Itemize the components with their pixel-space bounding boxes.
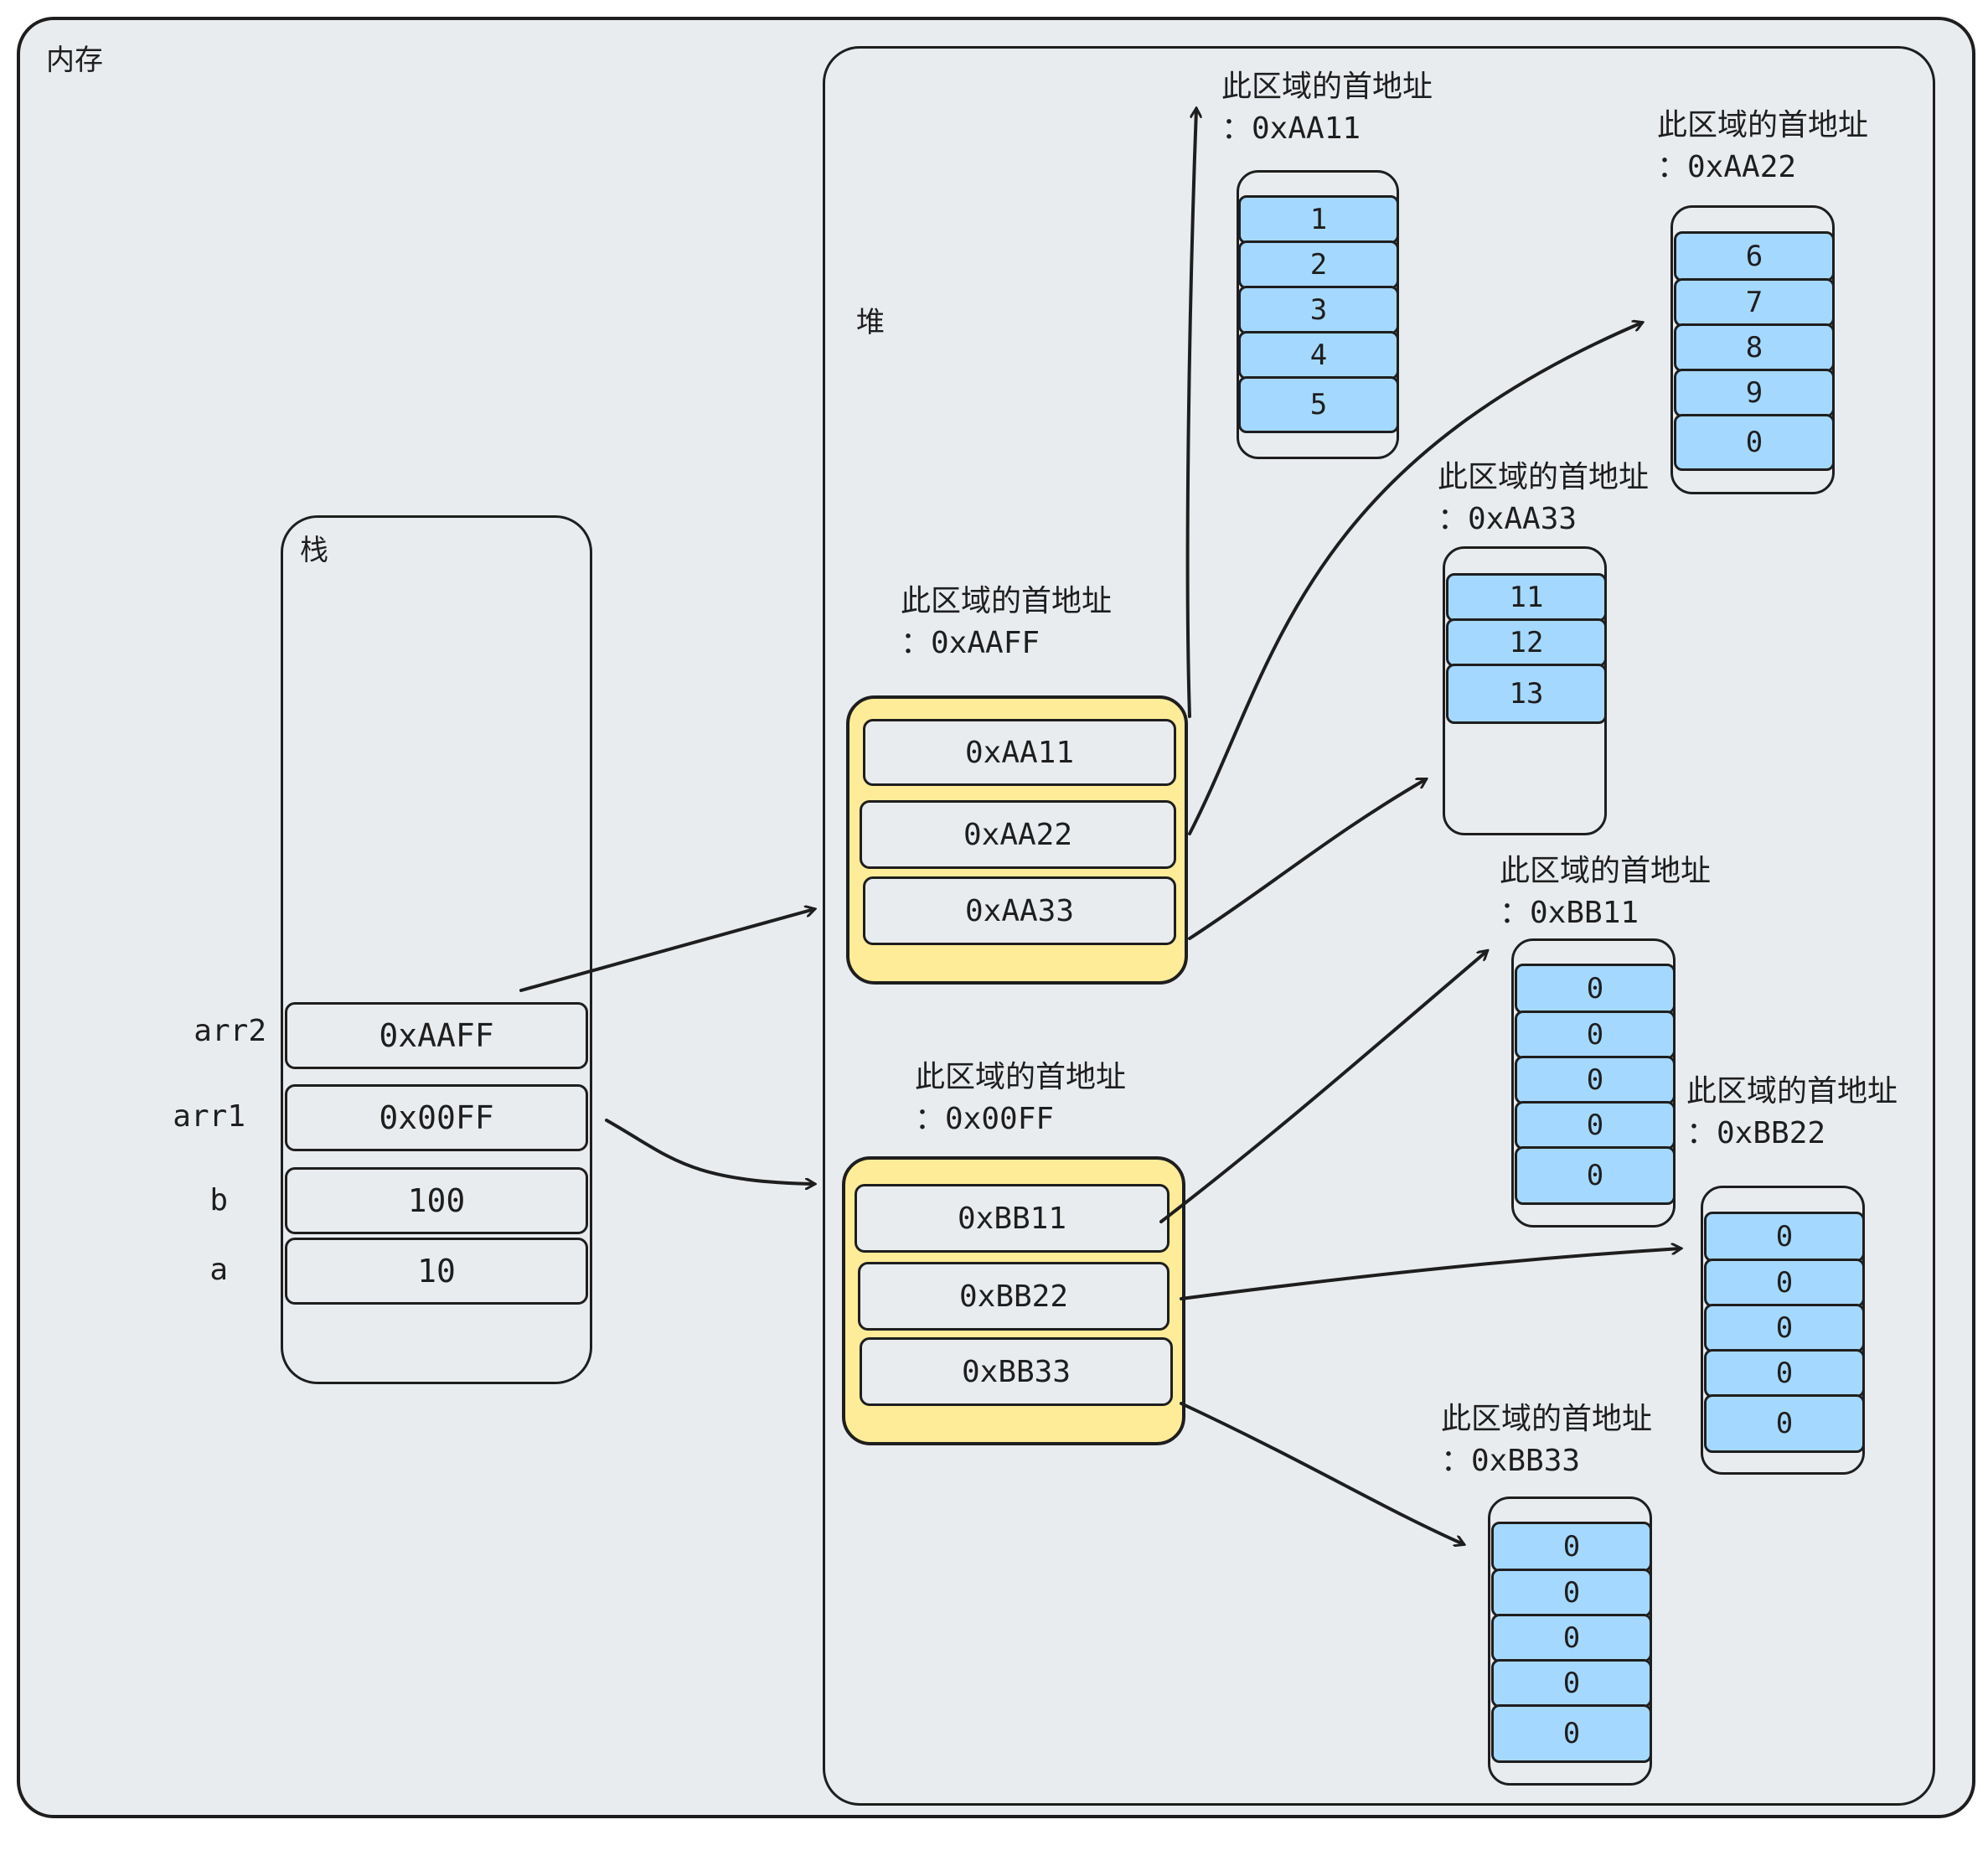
var-name-b: b — [209, 1183, 228, 1217]
pointer-cell: 0xBB22 — [858, 1262, 1170, 1331]
array-element: 0 — [1704, 1304, 1865, 1352]
array-element: 2 — [1238, 240, 1399, 289]
array-element: 0 — [1515, 1011, 1676, 1059]
array-element: 7 — [1674, 278, 1835, 327]
stack-cell-arr2: 0xAAFF — [285, 1002, 588, 1069]
array-title: 此区域的首地址 — [1500, 854, 1712, 888]
heap-region — [823, 46, 1935, 1806]
array-address: ：0xAA11 — [1221, 111, 1361, 146]
stack-cell-a: 10 — [285, 1238, 588, 1305]
array-title: 此区域的首地址 — [1441, 1402, 1653, 1436]
array-element: 6 — [1674, 231, 1835, 282]
pointer-cell: 0xAA22 — [860, 800, 1176, 869]
block-title: 此区域的首地址 — [901, 584, 1113, 618]
array-address: ：0xBB22 — [1686, 1116, 1826, 1150]
array-address: ：0xBB33 — [1441, 1444, 1581, 1478]
array-element: 0 — [1491, 1614, 1652, 1662]
pointer-cell: 0xBB11 — [855, 1184, 1170, 1253]
memory-label: 内存 — [46, 44, 103, 77]
array-title: 此区域的首地址 — [1221, 70, 1433, 104]
block-title: 此区域的首地址 — [915, 1060, 1127, 1094]
array-element: 0 — [1515, 1056, 1676, 1104]
array-address: ：0xAA22 — [1657, 150, 1797, 184]
var-name-a: a — [209, 1253, 228, 1287]
array-title: 此区域的首地址 — [1438, 460, 1650, 494]
array-address: ：0xAA33 — [1438, 502, 1577, 536]
array-element: 9 — [1674, 369, 1835, 417]
var-name-arr1: arr1 — [173, 1099, 245, 1134]
stack-cell-b: 100 — [285, 1167, 588, 1234]
array-element: 0 — [1704, 1212, 1865, 1262]
array-element: 13 — [1446, 664, 1607, 724]
array-title: 此区域的首地址 — [1657, 108, 1869, 142]
array-element: 0 — [1491, 1569, 1652, 1617]
pointer-cell: 0xAA33 — [863, 876, 1176, 945]
array-element: 0 — [1704, 1394, 1865, 1453]
array-element: 0 — [1704, 1259, 1865, 1307]
var-name-arr2: arr2 — [194, 1014, 266, 1048]
array-element: 3 — [1238, 286, 1399, 334]
array-element: 0 — [1515, 1101, 1676, 1150]
array-element: 1 — [1238, 195, 1399, 244]
array-element: 0 — [1491, 1704, 1652, 1763]
pointer-cell: 0xAA11 — [863, 719, 1176, 786]
block-address: ：0x00FF — [915, 1102, 1055, 1136]
array-title: 此区域的首地址 — [1686, 1074, 1898, 1109]
array-element: 0 — [1674, 414, 1835, 471]
heap-label: 堆 — [856, 306, 885, 339]
block-address: ：0xAAFF — [901, 626, 1040, 660]
array-element: 4 — [1238, 331, 1399, 380]
array-element: 11 — [1446, 573, 1607, 622]
array-element: 0 — [1515, 964, 1676, 1014]
pointer-cell: 0xBB33 — [860, 1337, 1173, 1406]
array-element: 12 — [1446, 618, 1607, 667]
array-address: ：0xBB11 — [1500, 896, 1639, 930]
array-element: 0 — [1491, 1522, 1652, 1572]
array-element: 0 — [1515, 1146, 1676, 1205]
stack-cell-arr1: 0x00FF — [285, 1084, 588, 1151]
array-element: 5 — [1238, 376, 1399, 433]
array-element: 8 — [1674, 323, 1835, 372]
stack-label: 栈 — [300, 534, 328, 567]
array-element: 0 — [1704, 1349, 1865, 1398]
array-element: 0 — [1491, 1659, 1652, 1708]
